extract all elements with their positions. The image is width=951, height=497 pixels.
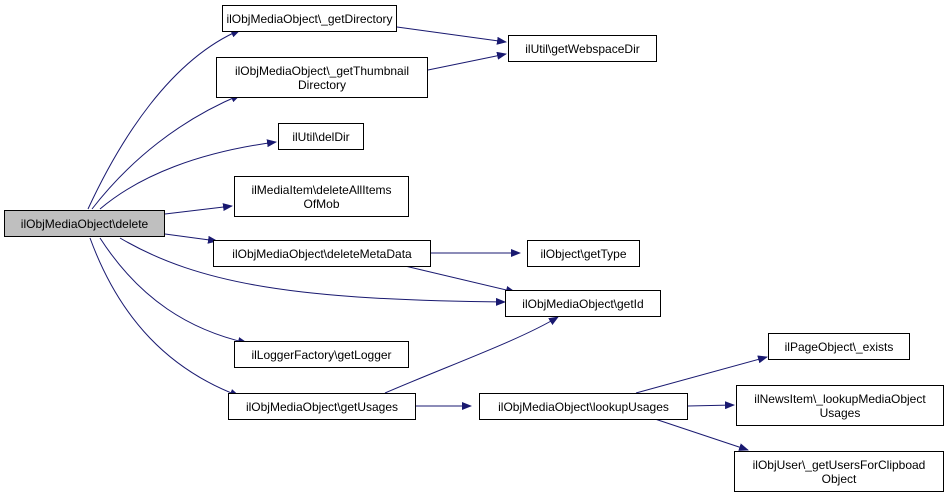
node-get-users-for-clipboard-object[interactable]: ilObjUser\_getUsersForClipboad Object xyxy=(734,451,944,492)
edge-root-get-usages xyxy=(89,237,240,397)
node-get-id[interactable]: ilObjMediaObject\getId xyxy=(505,290,661,317)
edge-root-delete-all-items xyxy=(164,203,233,215)
node-lookup-usages[interactable]: ilObjMediaObject\lookupUsages xyxy=(479,393,688,420)
node-get-usages[interactable]: ilObjMediaObject\getUsages xyxy=(228,393,416,420)
node-page-exists[interactable]: ilPageObject\_exists xyxy=(768,333,910,360)
node-get-webspace-dir[interactable]: ilUtil\getWebspaceDir xyxy=(508,35,657,62)
edge-root-get-id xyxy=(119,237,506,306)
node-root[interactable]: ilObjMediaObject\delete xyxy=(4,210,165,237)
edge-root-get-thumbnail-directory xyxy=(91,94,241,210)
edge-lookup-usages-news-item xyxy=(687,401,735,410)
edge-delete-meta-data-get-id xyxy=(404,265,516,294)
node-lookup-media-object-usages[interactable]: ilNewsItem\_lookupMediaObject Usages xyxy=(736,385,944,426)
edge-root-get-logger xyxy=(99,237,248,345)
edge-get-directory-webspace xyxy=(396,26,507,45)
edge-root-del-dir xyxy=(99,139,277,210)
node-get-thumbnail-directory[interactable]: ilObjMediaObject\_getThumbnail Directory xyxy=(216,57,428,98)
node-get-type[interactable]: ilObject\getType xyxy=(527,240,640,267)
node-delete-meta-data[interactable]: ilObjMediaObject\deleteMetaData xyxy=(213,240,431,267)
edge-get-usages-get-id xyxy=(384,316,559,394)
edge-lookup-usages-clipboard xyxy=(654,418,749,451)
edge-lookup-usages-page-exists xyxy=(635,355,768,394)
node-get-directory[interactable]: ilObjMediaObject\_getDirectory xyxy=(222,5,397,32)
edge-root-get-directory xyxy=(87,29,241,210)
node-del-dir[interactable]: ilUtil\delDir xyxy=(278,123,364,150)
node-get-logger[interactable]: ilLoggerFactory\getLogger xyxy=(234,341,409,368)
edge-root-delete-meta-data xyxy=(164,233,218,244)
node-delete-all-items-of-mob[interactable]: ilMediaItem\deleteAllItems OfMob xyxy=(234,176,409,217)
edge-get-thumbnail-webspace xyxy=(427,51,507,71)
